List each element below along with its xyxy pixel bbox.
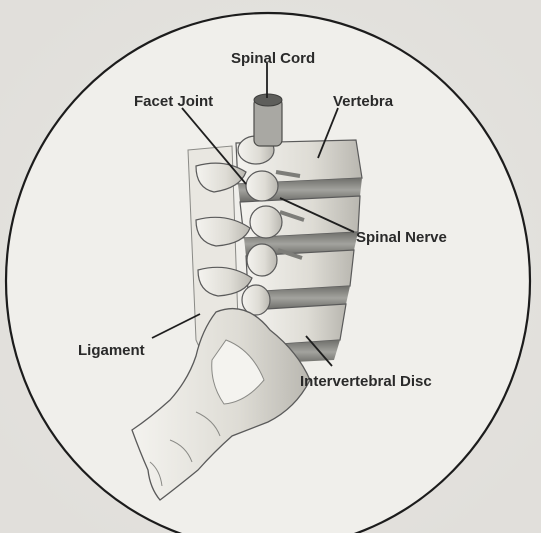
vertebra-label: Vertebra xyxy=(333,93,394,110)
spinal-nerve-label: Spinal Nerve xyxy=(356,229,447,246)
facet-joint-label: Facet Joint xyxy=(134,93,213,110)
spinal-cord-illustration xyxy=(254,94,282,146)
ligament-label: Ligament xyxy=(78,342,145,359)
intervertebral-disc-label: Intervertebral Disc xyxy=(300,373,432,390)
spinal-cord-label: Spinal Cord xyxy=(231,50,315,67)
